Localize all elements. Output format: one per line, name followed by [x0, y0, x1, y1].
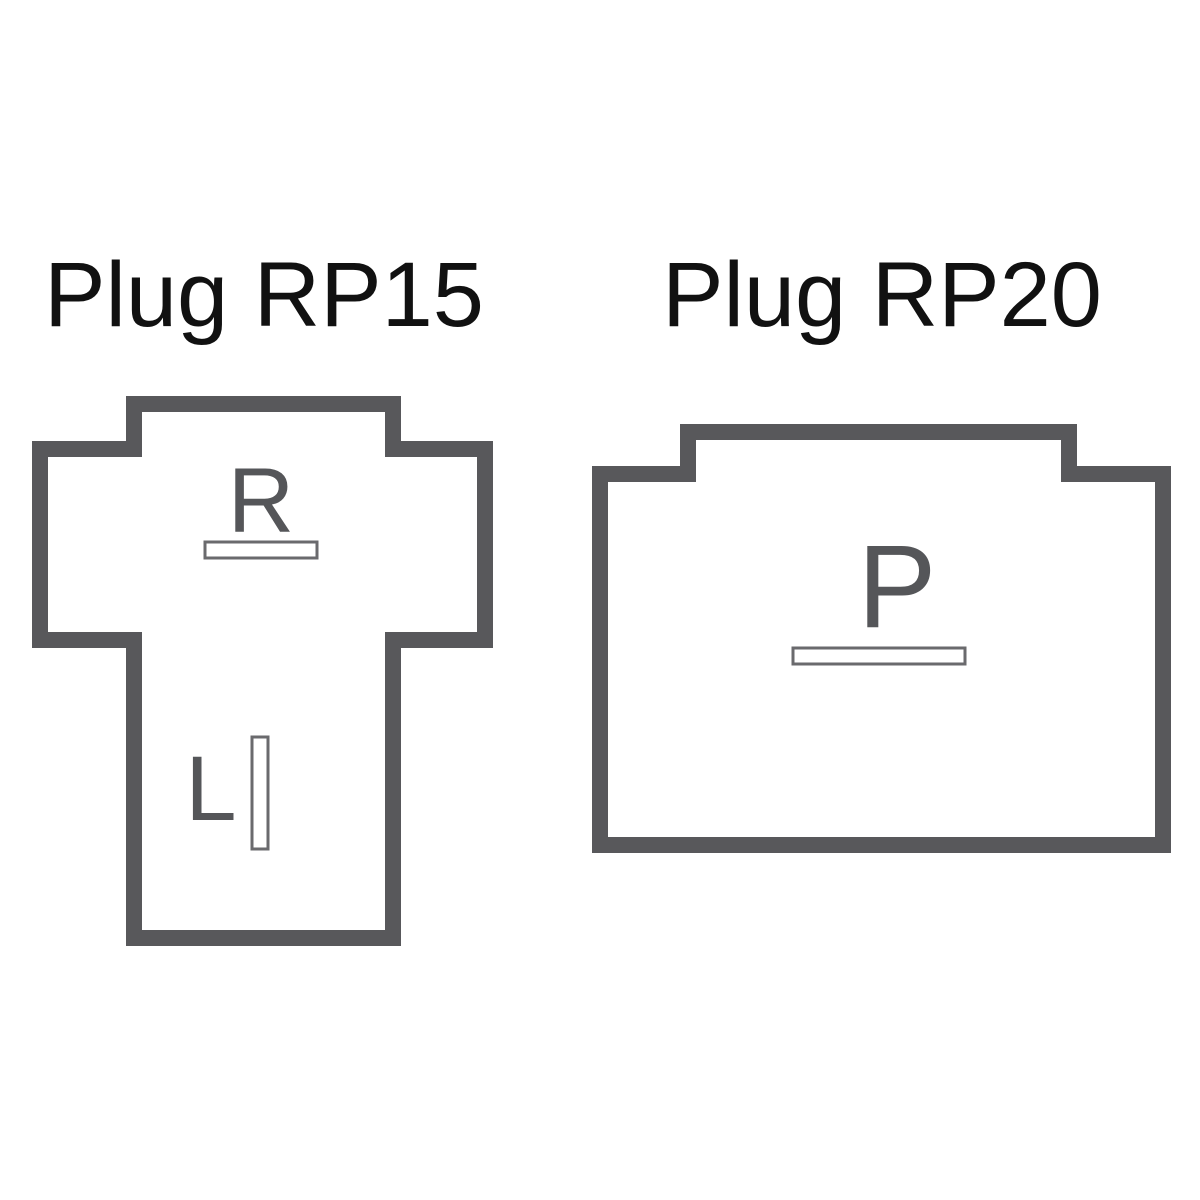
plug-rp20-title: Plug RP20 [662, 244, 1102, 346]
pin-l-terminal [250, 735, 270, 851]
pin-l-label: L [185, 738, 236, 840]
plug-rp15-outline [32, 396, 493, 946]
pin-p-terminal [791, 646, 967, 666]
plug-rp15-title: Plug RP15 [44, 244, 484, 346]
pin-r-terminal [203, 540, 319, 560]
plug-rp20-outline [592, 424, 1171, 853]
pin-r-label: R [228, 450, 294, 552]
plug-rp15: Plug RP15 R L [32, 244, 493, 946]
plug-rp20: Plug RP20 P [592, 244, 1171, 853]
pin-p-label: P [858, 521, 937, 653]
